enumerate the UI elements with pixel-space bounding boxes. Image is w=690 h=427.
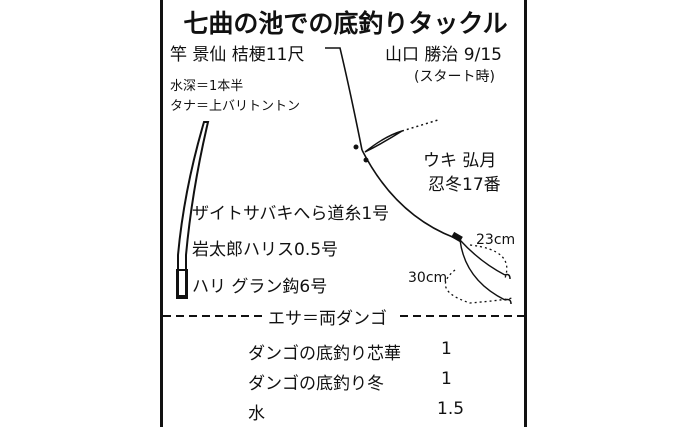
hook-label: ハリ グラン鈎6号 <box>192 277 328 297</box>
page-title: 七曲の池での底釣りタックル <box>183 9 508 38</box>
main-line <box>361 149 456 239</box>
rod-grip <box>176 269 188 299</box>
start-time-note: (スタート時) <box>414 69 495 85</box>
rod-label: 竿 景仙 桔梗11尺 <box>170 45 305 65</box>
hook-upper <box>504 273 511 280</box>
float-stop-dot-2 <box>363 157 369 163</box>
bait-item-qty: 1 <box>441 369 452 389</box>
bait-item-qty: 1 <box>441 339 452 359</box>
float-top-dotted <box>401 119 439 132</box>
main-line-label: ザイトサバキへら道糸1号 <box>192 204 390 224</box>
bait-item-qty: 1.5 <box>437 399 465 419</box>
bait-item-name: ダンゴの底釣り冬 <box>248 374 384 394</box>
rod-tip-line <box>325 47 363 151</box>
harris-label: 岩太郎ハリス0.5号 <box>192 240 339 260</box>
hook-lower <box>504 298 512 305</box>
float-shape <box>364 130 403 153</box>
upper-harris-length: 23cm <box>476 232 516 248</box>
bait-item-name: ダンゴの底釣り芯華 <box>248 344 401 364</box>
swivel <box>451 231 463 243</box>
float-model: 忍冬17番 <box>428 175 501 195</box>
lower-harris-length: 30cm <box>408 270 448 286</box>
bait-item-name: 水 <box>248 404 265 424</box>
bait-heading: エサ＝両ダンゴ <box>268 309 387 329</box>
tana-setting: タナ＝上バリトントン <box>170 99 301 114</box>
lower-harris <box>459 239 506 301</box>
float-label: ウキ 弘月 <box>423 151 497 171</box>
angler-name: 山口 勝治 9/15 <box>385 45 502 65</box>
upper-harris <box>459 239 506 276</box>
float-stop-dot <box>353 144 359 150</box>
water-depth: 水深＝1本半 <box>170 79 244 94</box>
tackle-frame <box>160 0 527 427</box>
